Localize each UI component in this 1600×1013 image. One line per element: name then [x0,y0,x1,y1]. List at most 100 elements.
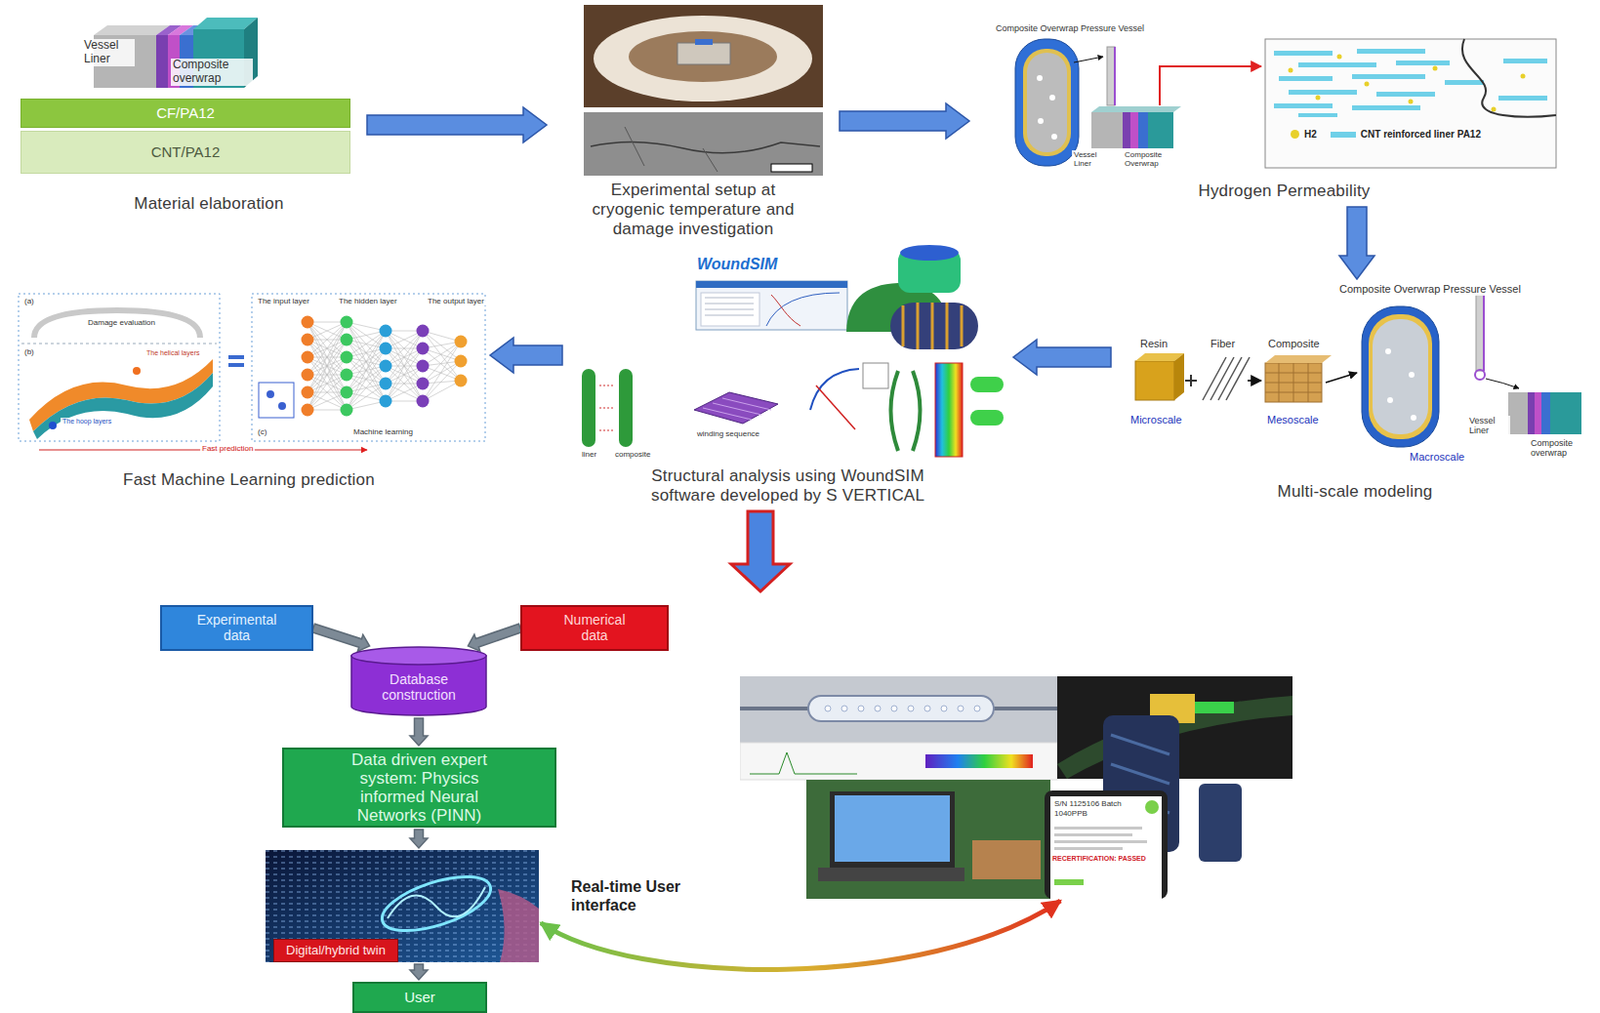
part-label: The helical layers [144,349,202,358]
hydrogen-permeability-figure [1273,50,1333,56]
block-arrow [490,337,563,373]
structural-analysis-figure [970,376,1004,393]
photo-collage [1198,783,1242,862]
hydrogen-permeability-figure [1159,66,1262,106]
structural-analysis-figure [618,369,633,448]
section-panel: Fast Machine Learning prediction [9,288,489,494]
label-holder: Microscale [1128,413,1185,427]
process-box: User [352,982,488,1013]
machine-learning-figure [301,351,315,365]
panel-caption: Structural analysis using WoundSIM softw… [626,466,949,506]
flow-arrow [731,511,790,592]
photo-collage [1054,847,1123,851]
hydrogen-permeability-figure [1023,48,1071,157]
material-band: CF/PA12 [20,98,351,128]
multiscale-figure [1202,357,1250,401]
hydrogen-permeability-figure [1337,54,1343,60]
part-label: Vessel Liner [1071,150,1111,168]
machine-learning-figure [301,316,468,417]
block-arrow [839,103,970,139]
multiscale-figure [1408,371,1415,378]
part-label: (a) [22,296,37,306]
label-holder: Composite overwrap [1528,438,1598,459]
multiscale-figure [1247,379,1262,382]
photo-collage [749,752,858,775]
cryogenic-setup-photo [677,42,731,65]
machine-learning-figure [454,374,468,388]
machine-learning-figure [48,421,57,430]
hydrogen-permeability-figure [1376,91,1436,97]
photo-collage [907,705,914,712]
multiscale-figure [1485,378,1519,389]
multiscale-figure [1135,294,1582,448]
part-label: Fast prediction [200,444,255,453]
multiscale-figure [1325,372,1357,383]
hydrogen-permeability-figure [1462,39,1557,118]
section-panel: Multi-scale modeling [1112,281,1598,506]
machine-learning-figure [454,335,468,349]
machine-learning-figure [18,293,220,442]
multiscale-figure [1410,414,1417,421]
label-holder: composite [613,450,653,459]
box-label: Experimental data [193,613,282,644]
part-label: Composite Overwrap [1122,150,1190,168]
hydrogen-permeability-figure [1288,54,1526,113]
part-label: liner [579,450,599,459]
multiscale-figure [1387,397,1394,404]
hydrogen-permeability-figure [1037,118,1044,124]
hydrogen-permeability-figure [1520,74,1526,80]
hydrogen-permeability-figure [1273,48,1548,118]
photo-collage [829,791,955,868]
photo-collage [1194,701,1234,714]
multiscale-figure [1372,319,1429,435]
multiscale-figure [1265,355,1332,364]
label-holder: WoundSIM [695,255,780,274]
part-label: (c) [255,427,269,437]
part-label: Composite overwrap [1528,438,1598,459]
structural-analysis-figure [970,410,1004,426]
hydrogen-permeability-figure [1091,112,1123,149]
part-label: Composite Overwrap Pressure Vessel [1337,283,1523,296]
structural-analysis-figure [696,281,848,330]
photo-collage [739,676,1058,743]
hydrogen-permeability-figure [1036,75,1043,82]
hydrogen-permeability-figure [1049,94,1056,101]
structural-analysis-figure [694,392,779,424]
photo-collage [1054,826,1143,830]
hydrogen-permeability-figure [1356,48,1426,54]
photo-collage [974,705,981,712]
block-arrow [367,107,547,143]
part-label: composite [613,450,653,459]
part-label: The input layer [255,296,312,306]
photo-collage [841,705,848,712]
panel-caption: Material elaboration [133,194,284,214]
label-holder: Fast prediction [200,444,255,453]
machine-learning-figure [132,367,141,375]
liner-overwrap-figure [156,35,168,88]
structural-analysis-figure [902,302,962,350]
part-label: The hoop layers [60,417,114,426]
label-holder: Macroscale [1407,451,1467,464]
photo-collage [739,676,1293,900]
photo-collage [1054,826,1148,851]
hydrogen-permeability-figure [1288,68,1294,74]
label-holder: Vessel Liner [82,39,135,67]
legend: H2CNT reinforced liner PA12 [1290,128,1481,140]
machine-learning-figure [301,369,315,382]
machine-learning-figure [18,293,486,451]
part-label: Vessel Liner [1467,415,1511,437]
hydrogen-permeability-figure [1073,56,1104,63]
structural-analysis-figure [696,281,848,288]
label-holder: Vessel Liner [1467,415,1511,437]
damage-micrograph [624,126,718,172]
photo-collage [1054,840,1148,844]
machine-learning-figure [340,333,354,347]
machine-learning-figure [251,293,486,442]
label-holder: Composite Overwrap Pressure Vessel [993,23,1147,34]
photo-collage [891,705,898,712]
part-label: Composite [1266,337,1322,351]
structural-analysis-figure [766,292,840,327]
structural-analysis-figure [891,370,900,452]
photo-collage [818,867,965,882]
hydrogen-permeability-figure [1015,39,1079,166]
